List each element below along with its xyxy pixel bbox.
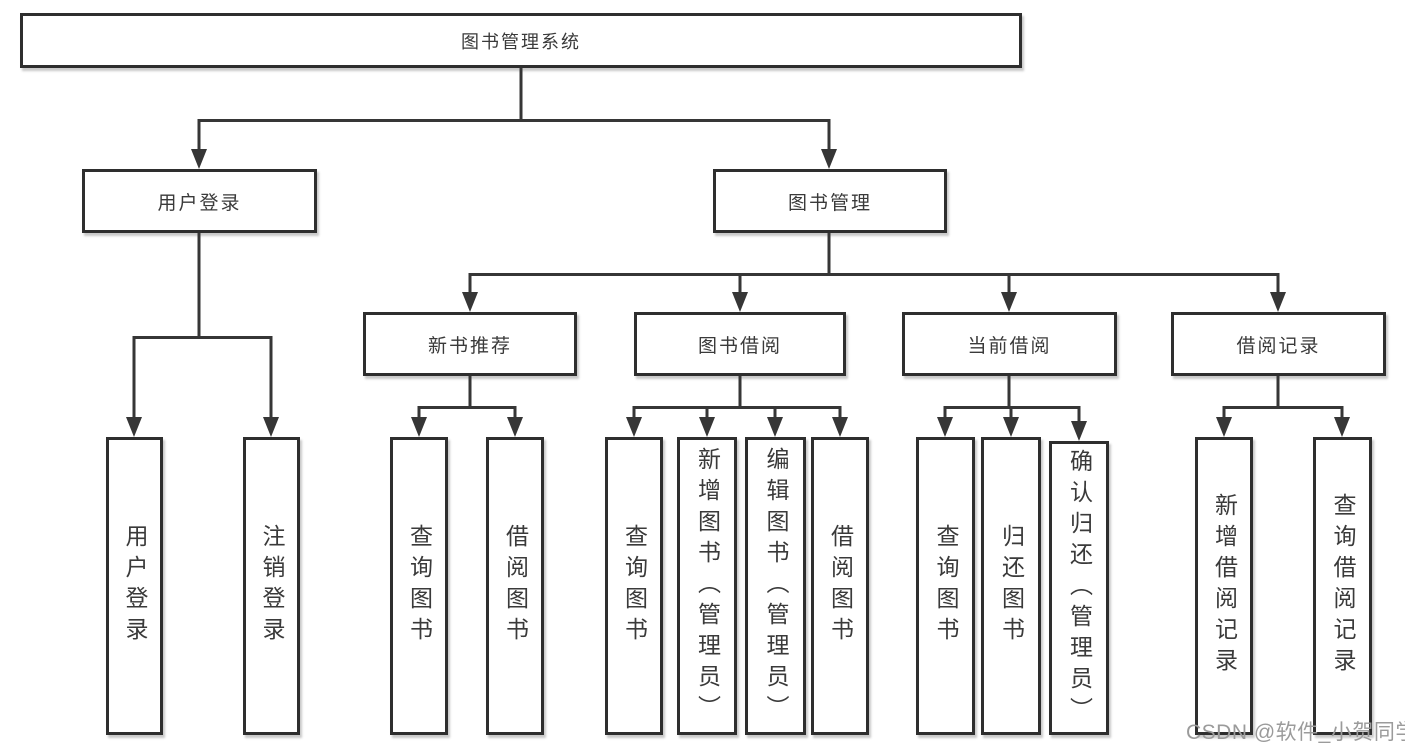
leaf-logout: 注销登录 — [243, 437, 300, 735]
leaf-logout-label: 注销登录 — [259, 524, 285, 648]
leaf-query-books-current: 查询图书 — [916, 437, 975, 735]
leaf-add-borrow-record-label: 新增借阅记录 — [1211, 493, 1238, 679]
leaf-add-borrow-record: 新增借阅记录 — [1195, 437, 1253, 735]
leaf-query-borrow-record: 查询借阅记录 — [1313, 437, 1372, 735]
leaf-add-books-admin-label: 新增图书（管理员） — [694, 446, 721, 726]
leaf-edit-books-admin: 编辑图书（管理员） — [745, 437, 806, 735]
leaf-add-books-admin: 新增图书（管理员） — [677, 437, 737, 735]
leaf-query-books-borrowing: 查询图书 — [605, 437, 663, 735]
leaf-return-books: 归还图书 — [981, 437, 1041, 735]
leaf-user-login-label: 用户登录 — [122, 524, 148, 648]
node-book-borrowing: 图书借阅 — [634, 312, 846, 376]
watermark-csdn: CSDN @软件_小贺同学 — [1186, 721, 1405, 744]
leaf-user-login: 用户登录 — [106, 437, 163, 735]
node-borrowing-records: 借阅记录 — [1171, 312, 1386, 376]
leaf-query-books-borrowing-label: 查询图书 — [621, 524, 648, 648]
node-book-management: 图书管理 — [713, 169, 947, 233]
node-new-book-recommendation: 新书推荐 — [363, 312, 577, 376]
leaf-borrow-books-recommend: 借阅图书 — [486, 437, 544, 735]
leaf-borrow-books-borrowing: 借阅图书 — [811, 437, 869, 735]
leaf-borrow-books-borrowing-label: 借阅图书 — [827, 524, 854, 648]
leaf-query-books-current-label: 查询图书 — [933, 524, 959, 648]
leaf-confirm-return-admin-label: 确认归还（管理员） — [1066, 448, 1093, 728]
node-user-login: 用户登录 — [82, 169, 317, 233]
leaf-query-books-recommend: 查询图书 — [390, 437, 448, 735]
node-root-system: 图书管理系统 — [20, 13, 1022, 68]
leaf-edit-books-admin-label: 编辑图书（管理员） — [763, 446, 789, 726]
leaf-query-books-recommend-label: 查询图书 — [406, 524, 433, 648]
leaf-query-borrow-record-label: 查询借阅记录 — [1330, 493, 1356, 679]
leaf-borrow-books-recommend-label: 借阅图书 — [502, 524, 529, 648]
leaf-return-books-label: 归还图书 — [998, 524, 1025, 648]
node-current-borrowing: 当前借阅 — [902, 312, 1117, 376]
leaf-confirm-return-admin: 确认归还（管理员） — [1049, 441, 1109, 735]
